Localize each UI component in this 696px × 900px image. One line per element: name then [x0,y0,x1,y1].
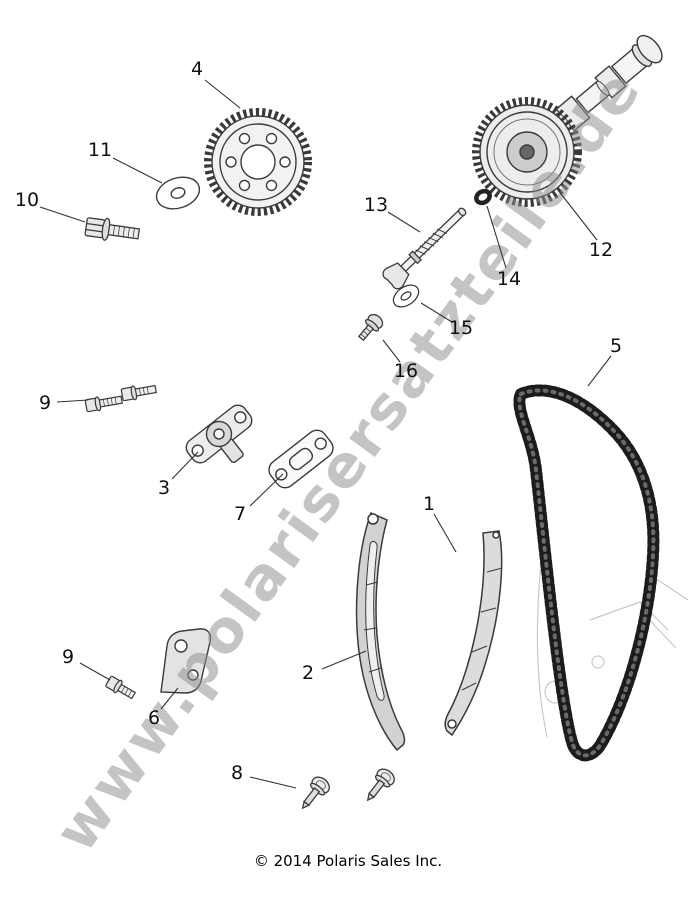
watermark-text: www.polarisersatzteile.de [41,56,654,865]
callout-13-label: 13 [364,194,388,216]
part-5-timing-chain [513,384,660,762]
callout-1: 1 [423,493,457,553]
callout-16-label: 16 [394,360,418,382]
part-9-bolt-lower [105,675,137,700]
part-11-washer [155,176,201,210]
callout-5-label: 5 [610,335,622,357]
callout-4-label: 4 [191,58,203,80]
callout-9-upper: 9 [39,392,89,414]
copyright-text: © 2014 Polaris Sales Inc. [254,852,442,870]
callout-10-label: 10 [15,189,39,211]
callout-5: 5 [587,335,622,387]
part-12-camshaft-assembly [472,34,663,207]
part-10-flange-bolt [84,217,141,241]
callout-3-label: 3 [158,477,170,499]
callout-1-label: 1 [423,493,435,515]
callout-8-label: 8 [231,762,243,784]
callout-9-lower-label: 9 [62,646,74,668]
callout-4: 4 [191,58,241,109]
part-8-screws [301,768,395,810]
part-13-tensioner-pin [382,207,467,290]
part-1-chain-guide-right [444,530,503,737]
part-6-bracket [160,628,212,694]
callout-2-label: 2 [302,662,314,684]
callouts-layer: 4 11 10 12 13 14 15 16 [15,58,622,789]
part-14-o-ring [474,188,492,206]
callout-6-label: 6 [148,707,160,729]
callout-7-label: 7 [234,503,246,525]
part-2-chain-guide-left [355,511,406,752]
callout-11-label: 11 [88,139,112,161]
part-16-bolt [357,313,384,342]
part-4-cam-sprocket [204,108,312,216]
callout-14: 14 [486,205,521,290]
callout-13: 13 [364,194,421,233]
part-15-washer [392,284,420,308]
callout-12: 12 [557,189,613,261]
callout-15-label: 15 [449,317,473,339]
callout-3: 3 [158,451,199,499]
part-3-chain-tensioner [185,404,253,464]
callout-14-label: 14 [497,268,521,290]
part-7-gasket [268,429,334,489]
callout-7: 7 [234,473,284,525]
callout-8: 8 [231,762,297,789]
callout-10: 10 [15,189,86,223]
callout-15: 15 [420,302,473,339]
callout-6: 6 [148,687,179,729]
callout-2: 2 [302,650,367,684]
callout-9-lower: 9 [62,646,111,681]
callout-9-upper-label: 9 [39,392,51,414]
part-9-bolts-upper [84,384,157,413]
callout-12-label: 12 [589,239,613,261]
callout-11: 11 [88,139,163,184]
callout-16: 16 [382,339,418,382]
